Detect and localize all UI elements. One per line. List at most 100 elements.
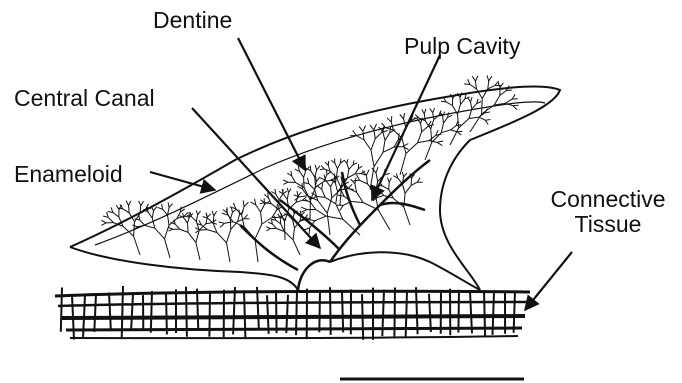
tubule [184,218,188,224]
tubule [424,109,426,114]
collagen-fiber [406,292,407,339]
tubule [134,236,140,255]
tubule [374,124,377,130]
tubule [388,178,390,183]
tubule [363,131,364,140]
tubule [494,96,500,106]
tubule [301,212,304,215]
collagen-fiber [514,291,515,333]
tubule [498,82,500,87]
collagen-fiber [94,294,96,332]
tubule [404,173,407,177]
tubule [331,187,332,198]
tubule [139,201,141,206]
tubule [383,132,385,141]
tubule [400,114,404,119]
tubule [400,154,406,176]
tubule [244,202,248,206]
tubule [311,171,315,177]
tubule [402,184,405,194]
tubule [443,116,444,123]
tubule [283,182,288,184]
tubule [446,102,452,106]
collagen-fiber [151,291,152,333]
tubule [441,130,450,133]
tubule [317,166,320,170]
collagen-fiber [209,292,210,336]
tubule [129,201,132,206]
tubule [207,214,210,217]
tubule [437,141,443,142]
tubule [126,201,128,206]
tubule [243,200,244,206]
tubule [457,132,461,135]
tubule [383,186,389,190]
tubule [200,230,207,231]
tubule [335,163,338,169]
tubule [283,180,288,182]
connective-label-line1: Connective [538,187,678,212]
tubule [101,223,106,226]
connective-tissue-label: Connective Tissue [538,187,678,238]
enameloid-label: Enameloid [14,162,123,187]
tubule [260,203,265,204]
tubule [472,104,477,109]
tubule [338,163,341,169]
tubule [168,228,173,230]
collagen-fiber [233,287,235,334]
tubule [389,178,391,183]
collagen-fiber [319,290,320,332]
tubule [116,205,119,210]
tubule [461,99,465,105]
tubule [310,166,311,171]
tubule [376,173,378,182]
tubule [279,194,283,200]
tubule [471,97,473,102]
tubule [129,206,130,213]
tubule [289,189,292,193]
tubule [293,228,294,240]
tubule [512,94,515,99]
tubule [347,174,355,178]
tubule [141,201,144,206]
tubule [148,212,152,218]
tubule [336,204,343,219]
tubule [375,133,381,139]
tubule [421,124,422,132]
tubule [168,202,169,207]
tubule [470,114,482,132]
tubule [458,105,461,115]
tubule [168,215,170,225]
collagen-fiber [394,288,395,337]
tubule [433,113,434,120]
tubule [415,115,419,119]
collagen-fiber [166,293,167,334]
tubule [371,150,374,167]
tubule [198,211,201,215]
tubule [280,218,281,224]
tubule [430,109,433,113]
tubule [192,217,197,222]
tubule [443,112,445,117]
tubule [417,178,420,182]
tubule [469,117,479,118]
tubule [298,192,301,196]
tubule [321,166,324,169]
tubule [108,217,113,222]
tubule [403,147,409,150]
tubule [113,213,119,218]
tubule [377,196,384,198]
tubule [376,167,378,173]
tubule [383,147,394,152]
tubule [349,165,353,170]
tubule [370,125,374,130]
tubule [133,225,138,227]
tubule [188,217,190,223]
tubule [169,204,173,208]
connective-label-line2: Tissue [538,212,678,237]
tubule [385,133,390,141]
tubule [168,229,173,231]
tubule [244,215,247,219]
tubule [411,182,417,185]
connective-tissue-arrow [525,252,572,310]
